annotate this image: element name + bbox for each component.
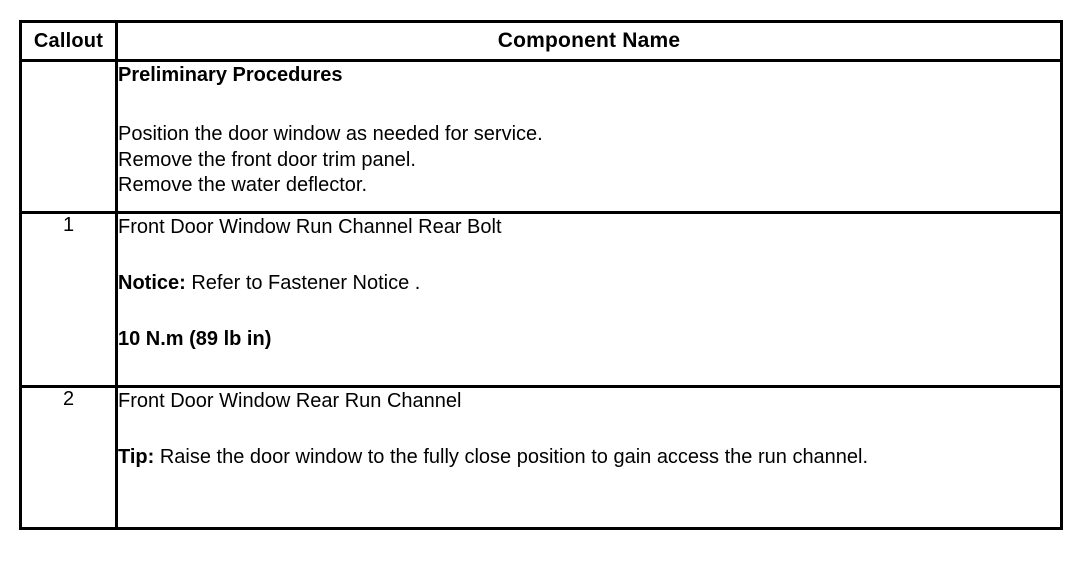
spacer <box>118 240 1060 270</box>
notice-line-1: Notice: Refer to Fastener Notice . <box>118 270 1060 296</box>
tip-line-2: Tip: Raise the door window to the fully … <box>118 444 1060 470</box>
component-title-2: Front Door Window Rear Run Channel <box>118 390 462 412</box>
notice-reference-link[interactable]: Refer to Fastener Notice <box>191 272 410 294</box>
preliminary-step-3: Remove the water deflector. <box>118 174 368 197</box>
preliminary-procedures-cell: Preliminary Procedures Position the door… <box>115 59 1063 214</box>
column-header-component-name: Component Name <box>115 20 1063 62</box>
tip-text: Raise the door window to the fully close… <box>159 446 869 468</box>
preliminary-step-2: Remove the front door trim panel. <box>118 148 416 171</box>
preliminary-procedures-title: Preliminary Procedures <box>118 64 343 86</box>
tip-label: Tip: <box>118 446 155 468</box>
component-title-1: Front Door Window Run Channel Rear Bolt <box>118 216 502 238</box>
column-header-callout: Callout <box>19 20 118 62</box>
torque-specification-1: 10 N.m (89 lb in) <box>118 328 272 350</box>
table-row-preliminary: Preliminary Procedures Position the door… <box>19 59 1063 214</box>
table-row: 2 Front Door Window Rear Run Channel Tip… <box>19 385 1063 530</box>
notice-label: Notice: <box>118 272 186 294</box>
callout-number-2: 2 <box>19 385 118 530</box>
spacer <box>118 414 1060 444</box>
table-header: Callout Component Name <box>19 20 1063 62</box>
spacer <box>118 296 1060 326</box>
preliminary-step-1: Position the door window as needed for s… <box>118 123 543 145</box>
table-header-row: Callout Component Name <box>19 20 1063 62</box>
notice-suffix: . <box>414 272 421 294</box>
table-row: 1 Front Door Window Run Channel Rear Bol… <box>19 211 1063 388</box>
table-body: Preliminary Procedures Position the door… <box>19 59 1063 530</box>
spacer <box>118 88 1060 122</box>
callout-cell-empty <box>19 59 118 214</box>
component-callout-table: Callout Component Name Preliminary Proce… <box>19 20 1063 530</box>
callout-number-1: 1 <box>19 211 118 388</box>
component-cell-2: Front Door Window Rear Run Channel Tip: … <box>115 385 1063 530</box>
component-cell-1: Front Door Window Run Channel Rear Bolt … <box>115 211 1063 388</box>
